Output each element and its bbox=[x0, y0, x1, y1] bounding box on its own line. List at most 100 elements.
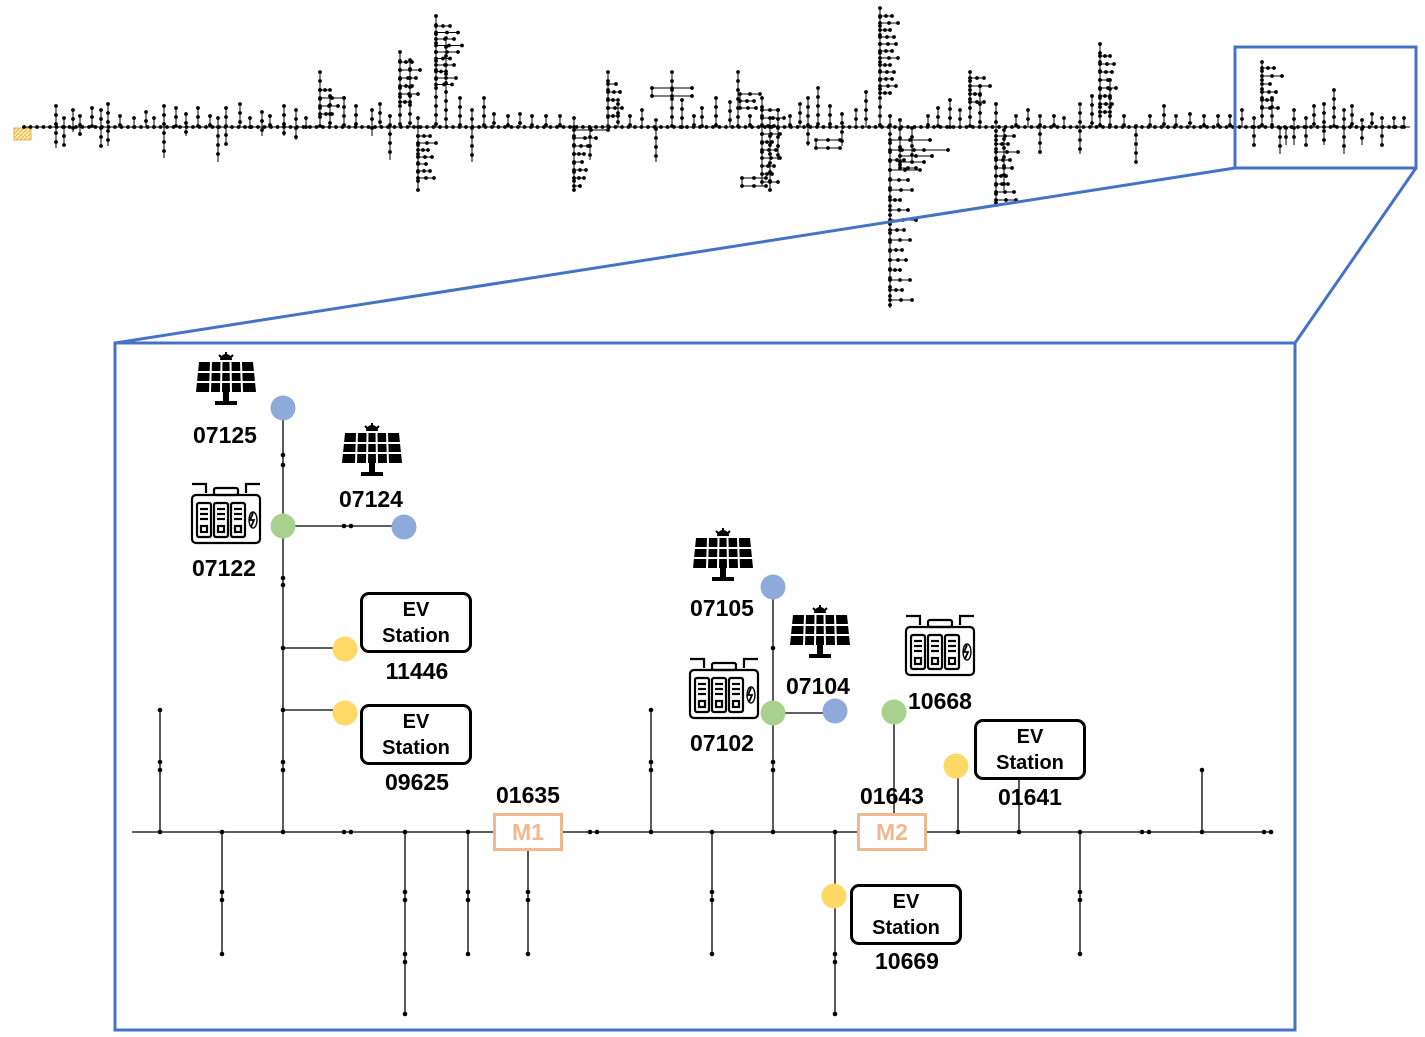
bus-node bbox=[978, 120, 982, 124]
bus-node bbox=[1202, 123, 1206, 127]
bus-node bbox=[914, 166, 918, 170]
bus-node bbox=[611, 98, 615, 102]
bus-node bbox=[1228, 114, 1232, 118]
bus-node bbox=[444, 117, 448, 121]
bus-node bbox=[577, 152, 581, 156]
bus-node bbox=[758, 92, 762, 96]
bus-node bbox=[1380, 116, 1384, 120]
overview-network bbox=[13, 6, 1410, 308]
bus-node bbox=[509, 125, 514, 129]
bus-node bbox=[782, 116, 786, 120]
bus-node bbox=[978, 84, 982, 88]
bus-node bbox=[700, 115, 704, 119]
meter-m2[interactable]: M2 bbox=[857, 813, 927, 851]
bus-node bbox=[926, 123, 930, 127]
bus-node bbox=[680, 125, 684, 129]
bus-node bbox=[144, 110, 148, 114]
bus-node bbox=[1139, 829, 1145, 835]
bus-node bbox=[864, 108, 868, 112]
bus-node bbox=[692, 114, 696, 118]
bus-node bbox=[518, 121, 522, 125]
bus-node bbox=[898, 278, 902, 282]
bus-node bbox=[388, 123, 392, 127]
bus-node bbox=[1342, 117, 1346, 121]
bus-node bbox=[1292, 117, 1296, 121]
bus-node bbox=[465, 889, 471, 895]
bus-node bbox=[348, 829, 354, 835]
bus-node bbox=[54, 131, 58, 135]
zoom-detail-frame bbox=[113, 341, 1297, 1032]
bus-node bbox=[216, 125, 220, 129]
bus-node bbox=[490, 125, 494, 129]
bus-node bbox=[162, 131, 166, 135]
bus-node bbox=[196, 106, 200, 110]
bus-node bbox=[165, 125, 169, 129]
bus-node bbox=[548, 125, 553, 129]
bus-node bbox=[770, 767, 776, 773]
bus-node bbox=[1332, 106, 1336, 110]
battery-storage-icon bbox=[688, 657, 760, 720]
bus-node bbox=[1312, 122, 1316, 126]
bus-node bbox=[444, 108, 448, 112]
bus-node bbox=[948, 98, 952, 102]
bus-node bbox=[1016, 150, 1020, 154]
bus-node bbox=[152, 125, 156, 129]
bus-node bbox=[902, 158, 906, 162]
bus-node bbox=[945, 125, 949, 129]
bus-node bbox=[1304, 143, 1308, 147]
ev-station-10669[interactable]: EV Station bbox=[850, 884, 962, 945]
bus-node bbox=[581, 125, 585, 129]
bus-node bbox=[1078, 102, 1082, 106]
bus-node bbox=[1252, 125, 1256, 129]
bus-node bbox=[408, 121, 412, 125]
bus-node bbox=[616, 111, 620, 115]
bus-node bbox=[260, 110, 264, 114]
bus-node bbox=[899, 188, 903, 192]
bus-node bbox=[555, 125, 559, 129]
ev-station-09625[interactable]: EV Station bbox=[360, 704, 472, 765]
bus-node bbox=[1278, 135, 1282, 139]
ev-station-01641[interactable]: EV Station bbox=[974, 719, 1086, 780]
bus-node bbox=[388, 141, 392, 145]
bus-node bbox=[230, 125, 234, 129]
bus-node bbox=[936, 106, 940, 110]
bus-node bbox=[1088, 125, 1092, 129]
bus-node bbox=[606, 128, 610, 132]
bus-node bbox=[62, 143, 66, 147]
bus-node bbox=[1000, 182, 1004, 186]
bus-node bbox=[1278, 144, 1282, 148]
bus-node bbox=[1090, 121, 1094, 125]
bus-node bbox=[1153, 125, 1157, 129]
bus-node bbox=[768, 188, 772, 192]
bus-node bbox=[1280, 74, 1284, 78]
bus-node bbox=[439, 69, 443, 74]
ev-station-11446[interactable]: EV Station bbox=[360, 592, 472, 653]
bus-node bbox=[765, 172, 769, 176]
bus-node bbox=[1003, 125, 1008, 129]
bus-node bbox=[752, 99, 756, 103]
bus-node bbox=[1322, 120, 1326, 124]
bus-node bbox=[1075, 125, 1079, 129]
bus-node bbox=[1296, 125, 1300, 129]
meter-m1[interactable]: M1 bbox=[493, 813, 563, 851]
bus-node bbox=[654, 118, 658, 122]
bus-node bbox=[99, 108, 103, 112]
bus-node bbox=[770, 645, 776, 651]
bus-node bbox=[994, 129, 998, 133]
bus-node bbox=[600, 125, 605, 129]
bus-node bbox=[191, 125, 195, 129]
bus-node bbox=[873, 125, 878, 129]
bus-node bbox=[145, 125, 150, 129]
bus-node bbox=[840, 112, 844, 116]
bus-node bbox=[1292, 135, 1296, 139]
bus-node bbox=[518, 112, 522, 116]
bus-node bbox=[99, 135, 103, 139]
bus-node bbox=[1062, 116, 1066, 120]
bus-node bbox=[760, 96, 764, 100]
bus-node bbox=[224, 124, 228, 128]
bus-node bbox=[680, 107, 684, 111]
bus-node bbox=[878, 6, 882, 10]
bus-node bbox=[583, 136, 587, 140]
bus-node bbox=[903, 168, 907, 172]
bus-node bbox=[262, 125, 267, 129]
